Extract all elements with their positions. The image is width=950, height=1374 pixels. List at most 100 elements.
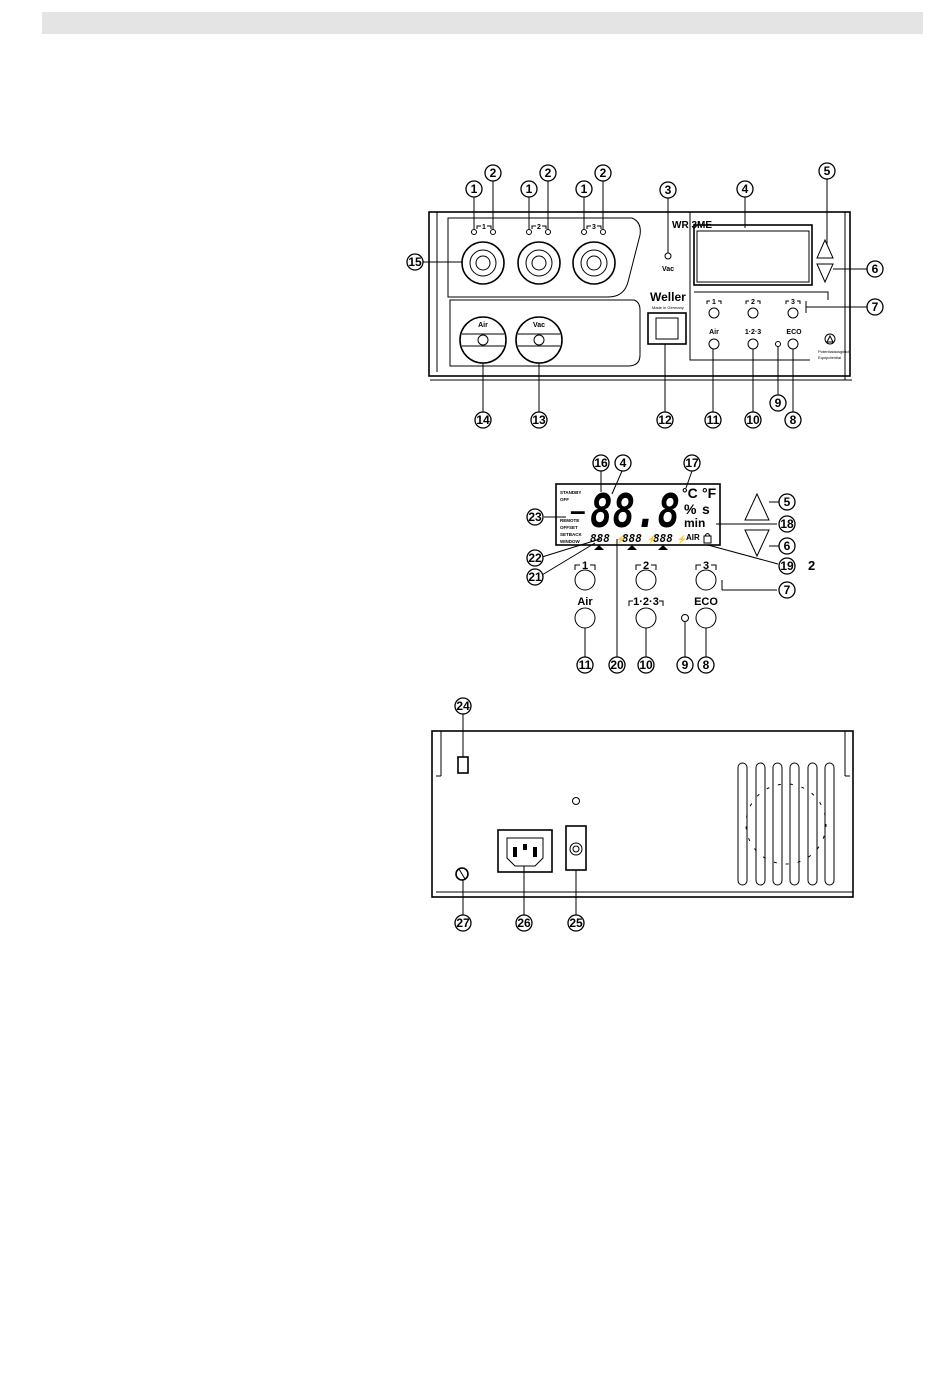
front-btn-2-label: 2 [751, 299, 755, 306]
front-btn-1-label: 1 [712, 299, 716, 306]
socket-3 [572, 241, 616, 285]
svg-text:21: 21 [528, 570, 542, 584]
front-air-button [708, 338, 720, 350]
rear-callouts: 24 27 26 25 [454, 697, 585, 932]
lcd-small-digits-3: 888 [653, 532, 673, 545]
rear-fuse-holder [457, 756, 469, 774]
page-header-bar [42, 12, 923, 34]
lcd-small-digits-1: 888 [590, 532, 610, 545]
channel-3-label: 3 [592, 224, 596, 231]
svg-text:11: 11 [579, 658, 592, 672]
svg-text:5: 5 [784, 495, 791, 509]
brand-logo: Weller [650, 290, 686, 304]
vacuum-output [565, 825, 587, 871]
callout-3: 3 [659, 181, 677, 199]
callout-1c: 1 [575, 180, 593, 198]
combo-button-label: 1·2·3 [633, 596, 659, 608]
callout-17: 17 [683, 454, 701, 472]
callout-16: 16 [592, 454, 610, 472]
svg-text:24: 24 [456, 699, 470, 713]
air-button-label: Air [577, 596, 593, 608]
callout-8-detail: 8 [697, 656, 715, 674]
svg-text:14: 14 [476, 413, 490, 427]
callout-5-detail: 5 [778, 493, 796, 511]
callout-6: 6 [866, 260, 884, 278]
svg-text:5: 5 [824, 164, 831, 178]
power-switch [647, 312, 687, 345]
front-callouts: 1 2 1 2 1 2 3 4 5 6 7 15 14 13 12 11 10 … [406, 162, 884, 429]
status-standby: STANDBY [560, 490, 581, 495]
svg-text:18: 18 [780, 517, 794, 531]
svg-text:2: 2 [545, 166, 552, 180]
channel-2-button [635, 569, 657, 591]
callout-2c: 2 [594, 164, 612, 182]
socket-1 [461, 241, 505, 285]
svg-text:15: 15 [408, 255, 422, 269]
lock-icon [703, 535, 712, 544]
front-123-button [747, 338, 759, 350]
channel-3-button [695, 569, 717, 591]
socket-2 [517, 241, 561, 285]
front-btn-3-label: 3 [791, 299, 795, 306]
front-channel-buttons: 1 2 3 [706, 299, 801, 319]
svg-text:9: 9 [775, 396, 782, 410]
svg-text:7: 7 [784, 583, 791, 597]
callout-15: 15 [406, 253, 424, 271]
status-offset: OFFSET [560, 525, 578, 530]
status-off: OFF [560, 497, 569, 502]
svg-text:19: 19 [780, 559, 794, 573]
svg-text:8: 8 [703, 658, 710, 672]
svg-text:4: 4 [742, 182, 749, 196]
eco-button-label: ECO [694, 596, 718, 608]
unit-celsius: °C [682, 485, 698, 501]
vac-led-label: Vac [662, 266, 674, 273]
front-eco-button [787, 338, 799, 350]
power-inlet [497, 829, 553, 873]
callout-18: 18 [778, 515, 796, 533]
svg-text:8: 8 [790, 413, 797, 427]
svg-text:26: 26 [517, 916, 531, 930]
lcd-air: AIR [686, 533, 700, 542]
callout-6-detail: 6 [778, 537, 796, 555]
heat-icon: ⚡ [616, 534, 626, 544]
brand-subtitle: Made in Germany [652, 305, 684, 310]
callout-7-detail: 7 [778, 581, 796, 599]
eco-led [681, 614, 689, 622]
callout-4-detail: 4 [614, 454, 632, 472]
channel-indicator-1 [594, 545, 604, 550]
svg-text:1: 1 [471, 182, 478, 196]
callout-11: 11 [704, 411, 722, 429]
callout-26: 26 [515, 914, 533, 932]
unit-min: min [684, 516, 705, 530]
up-arrow-icon [744, 492, 770, 521]
svg-text:2: 2 [490, 166, 497, 180]
esd-symbol-icon [824, 333, 836, 345]
status-setback: SETBACK [560, 532, 583, 537]
lcd-frame [555, 483, 721, 546]
svg-text:1: 1 [526, 182, 533, 196]
front-down-arrow-icon [816, 263, 834, 284]
svg-text:17: 17 [685, 456, 699, 470]
vac-knob-label: Vac [533, 322, 545, 329]
svg-text:25: 25 [569, 916, 583, 930]
front-eco-button-label: ECO [786, 329, 802, 336]
status-window: WINDOW [560, 539, 580, 544]
unit-seconds: s [702, 501, 710, 517]
channel-1-label: 1 [482, 224, 486, 231]
callout-20: 20 [608, 656, 626, 674]
svg-text:9: 9 [682, 658, 689, 672]
unit-percent: % [684, 501, 697, 517]
front-eco-led [775, 341, 781, 347]
display-detail: STANDBY OFF REMOTE OFFSET SETBACK WINDOW… [526, 454, 815, 674]
lcd-minus: – [570, 495, 586, 526]
lcd-small-digits-2: 888 [622, 532, 642, 545]
svg-text:10: 10 [639, 658, 653, 672]
callout-27: 27 [454, 914, 472, 932]
callout-25: 25 [567, 914, 585, 932]
callout-8: 8 [784, 411, 802, 429]
svg-text:3: 3 [665, 183, 672, 197]
svg-text:10: 10 [746, 413, 760, 427]
front-123-button-label: 1·2·3 [745, 329, 761, 336]
rear-vents [737, 762, 835, 886]
